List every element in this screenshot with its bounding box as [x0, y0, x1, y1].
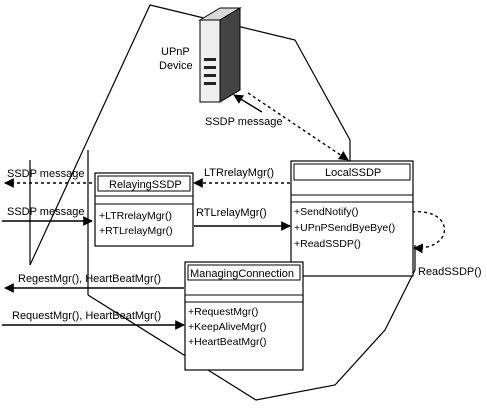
request-out-label: RegestMgr(), HeartBeatMgr()	[18, 273, 161, 285]
relaying-op-rtl: +RTLrelayMgr()	[99, 225, 173, 237]
managing-connection-class: ManagingConnection +RequestMgr() +KeepAl…	[184, 261, 304, 371]
request-in-label: RequestMgr(), HeartBeatMgr()	[12, 310, 161, 322]
ssdp-out-label: SSDP message	[7, 168, 84, 180]
local-op-send-notify: +SendNotify()	[294, 206, 359, 218]
relaying-ssdp-title: RelayingSSDP	[109, 179, 182, 191]
local-ssdp-title: LocalSSDP	[325, 167, 381, 179]
managing-connection-title: ManagingConnection	[190, 268, 294, 280]
device-label-line1: UPnP	[161, 46, 190, 58]
local-ssdp-class: LocalSSDP +SendNotify() +UPnPSendByeBye(…	[290, 160, 414, 277]
local-op-send-byebye: +UPnPSendByeBye()	[294, 222, 395, 234]
rtl-relay-label: RTLrelayMgr()	[196, 207, 267, 219]
ssdp-in-label: SSDP message	[7, 206, 84, 218]
read-ssdp-loop	[411, 211, 446, 254]
relaying-op-ltr: +LTRrelayMgr()	[99, 210, 172, 222]
device-local-connectors	[233, 92, 349, 161]
managing-op-request: +RequestMgr()	[188, 306, 258, 318]
local-op-read-ssdp: +ReadSSDP()	[294, 238, 361, 250]
ssdp-message-device-label: SSDP message	[205, 116, 282, 128]
managing-op-heartbeat: +HeartBeatMgr()	[188, 336, 266, 348]
read-ssdp-loop-label: ReadSSDP()	[418, 266, 482, 278]
device-label-line2: Device	[159, 60, 193, 72]
managing-op-keepalive: +KeepAliveMgr()	[188, 321, 267, 333]
ltr-relay-label: LTRrelayMgr()	[204, 167, 274, 179]
relaying-ssdp-class: RelayingSSDP +LTRrelayMgr() +RTLrelayMgr…	[94, 172, 194, 247]
upnp-device	[198, 7, 242, 103]
